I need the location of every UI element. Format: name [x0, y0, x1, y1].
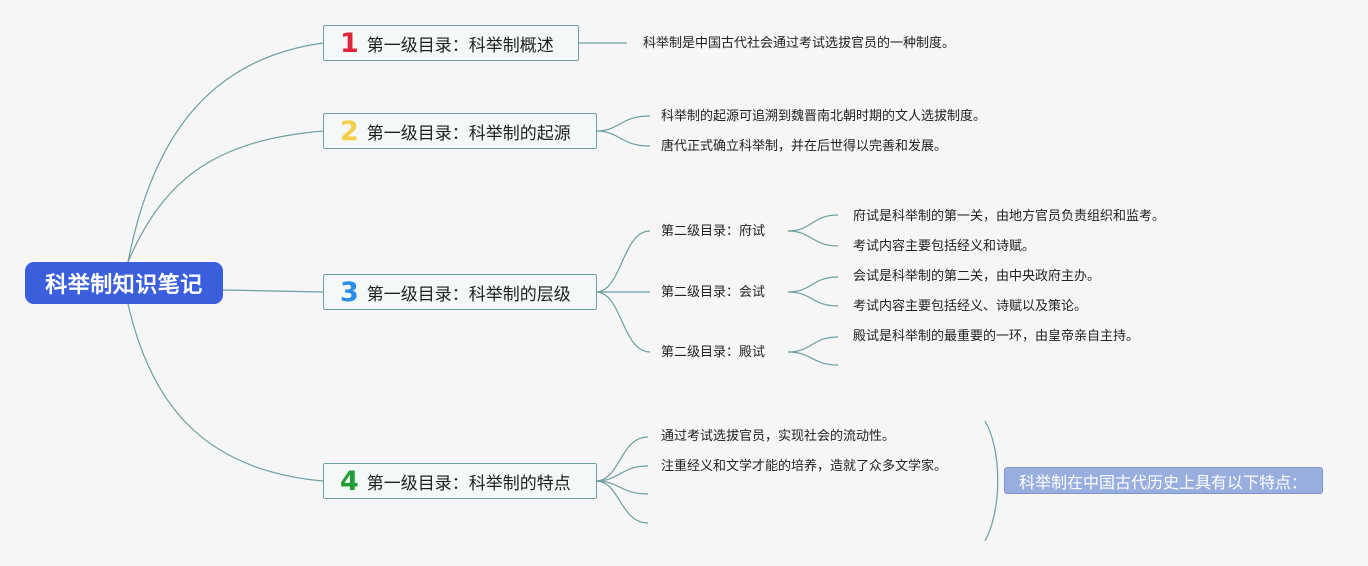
section-2-detail-2: 唐代正式确立科举制，并在后世得以完善和发展。 [661, 139, 948, 154]
number-3-icon: 3 [340, 276, 359, 308]
connector-s4-d2 [595, 465, 649, 482]
summary-brace [984, 420, 999, 542]
section-1-detail-1: 科举制是中国古代社会通过考试选拔官员的一种制度。 [643, 36, 956, 51]
connector-s4-d4 [595, 480, 649, 524]
connector-sub2-d1 [787, 276, 839, 293]
connector-sub1-d2 [787, 230, 839, 247]
subsection-2-title[interactable]: 第二级目录：会试 [661, 285, 766, 300]
connector-sub2-d2 [787, 291, 839, 307]
section-2-detail-1: 科举制的起源可追溯到魏晋南北朝时期的文人选拔制度。 [661, 109, 987, 124]
connector-s3-sub1 [595, 230, 651, 293]
section-4-node[interactable]: 4 第一级目录：科举制的特点 [323, 463, 597, 499]
section-1-title: 第一级目录：科举制概述 [366, 35, 554, 56]
section-3-node[interactable]: 3 第一级目录：科举制的层级 [323, 274, 597, 310]
subsection-2-detail-1: 会试是科举制的第二关，由中央政府主办。 [853, 269, 1101, 284]
section-4-title: 第一级目录：科举制的特点 [366, 473, 571, 494]
connector-s4-d1 [595, 436, 649, 482]
section-4-detail-2: 注重经义和文学才能的培养，造就了众多文学家。 [661, 459, 948, 474]
section-2-node[interactable]: 2 第一级目录：科举制的起源 [323, 113, 597, 149]
connector-sub1-d1 [787, 214, 839, 232]
connector-sub3-d1 [787, 336, 839, 353]
connector-s2-d2 [595, 130, 651, 147]
subsection-1-detail-1: 府试是科举制的第一关，由地方官员负责组织和监考。 [853, 209, 1166, 224]
connector-root-4 [127, 303, 324, 482]
number-4-icon: 4 [340, 465, 359, 497]
subsection-1-detail-2: 考试内容主要包括经义和诗赋。 [853, 239, 1036, 254]
section-4-detail-1: 通过考试选拔官员，实现社会的流动性。 [661, 429, 896, 444]
connector-s2-d1 [595, 115, 651, 132]
number-1-icon: 1 [340, 27, 359, 59]
section-2-title: 第一级目录：科举制的起源 [366, 123, 571, 144]
subsection-3-detail-1: 殿试是科举制的最重要的一环，由皇帝亲自主持。 [853, 329, 1140, 344]
connector-s3-sub3 [595, 291, 651, 353]
subsection-3-title[interactable]: 第二级目录：殿试 [661, 345, 766, 360]
subsection-2-detail-2: 考试内容主要包括经义、诗赋以及策论。 [853, 299, 1088, 314]
root-node[interactable]: 科举制知识笔记 [25, 262, 223, 304]
connector-root-3 [222, 289, 324, 293]
section-3-title: 第一级目录：科举制的层级 [366, 284, 571, 305]
connector-root-1 [127, 42, 324, 263]
section-1-node[interactable]: 1 第一级目录：科举制概述 [323, 25, 579, 61]
summary-node[interactable]: 科举制在中国古代历史上具有以下特点： [1004, 467, 1323, 494]
subsection-1-title[interactable]: 第二级目录：府试 [661, 224, 766, 239]
connector-root-2 [127, 130, 324, 263]
connector-sub3-d2 [787, 351, 839, 366]
number-2-icon: 2 [340, 115, 359, 147]
